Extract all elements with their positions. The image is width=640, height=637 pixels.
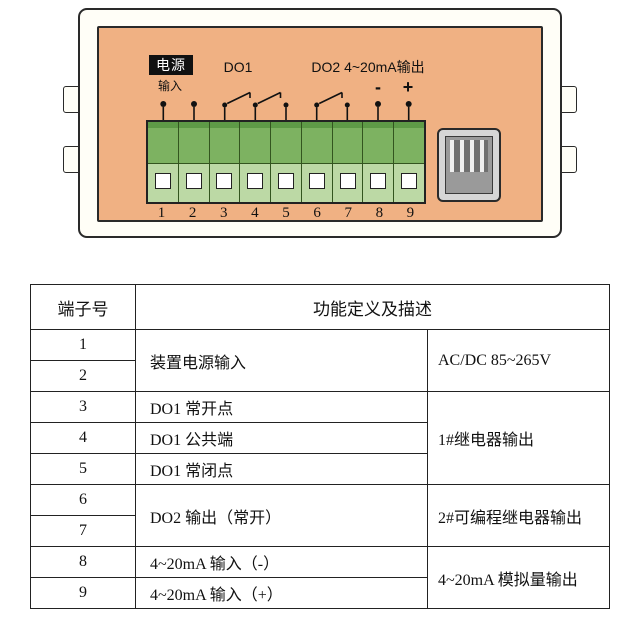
terminal-screw [216, 173, 233, 189]
terminal-cell [394, 122, 425, 202]
terminal-number: 1 [157, 205, 166, 221]
terminal-cell [271, 122, 302, 202]
rj45-contacts [450, 140, 488, 172]
terminal-number: 3 [220, 205, 228, 221]
table-row: 1 装置电源输入 AC/DC 85~265V [30, 329, 610, 392]
table-row: 4 DO1 公共端 [30, 422, 610, 454]
terminal-number: 9 [406, 205, 415, 221]
function-cell: 装置电源输入 [135, 329, 428, 392]
terminal-no-cell: 3 [30, 391, 136, 423]
function-cell: DO2 输出（常开） [135, 484, 428, 547]
function-cell: DO1 常闭点 [135, 453, 428, 485]
terminal-number: 6 [313, 205, 321, 221]
terminal-no-cell: 6 [30, 484, 136, 516]
terminal-no-cell: 5 [30, 453, 136, 485]
terminal-cell [209, 122, 241, 202]
terminal-no-cell: 1 [30, 329, 136, 361]
terminal-screw [370, 173, 387, 189]
terminal-screw [185, 173, 202, 189]
terminal-function-table: 端子号 功能定义及描述 1 装置电源输入 AC/DC 85~265V 2 3 D… [30, 284, 610, 609]
mounting-tab-right-bottom [560, 146, 577, 173]
terminal-no-cell: 8 [30, 546, 136, 578]
mounting-tab-right-top [560, 86, 577, 113]
plus-polarity-label: + [402, 77, 414, 97]
header-terminal-col: 端子号 [30, 284, 136, 330]
minus-polarity-label: - [375, 77, 381, 97]
description-cell: 1#继电器输出 [427, 391, 610, 485]
power-input-label: 输入 [157, 79, 182, 93]
header-function-col: 功能定义及描述 [135, 284, 610, 330]
terminal-cell [148, 122, 179, 202]
description-cell: 2#可编程继电器输出 [427, 484, 610, 547]
table-row: 5 DO1 常闭点 [30, 453, 610, 485]
power-label: 电源 [149, 55, 193, 76]
table-row: 6 DO2 输出（常开） 2#可编程继电器输出 [30, 484, 610, 547]
terminal-screw [339, 173, 356, 189]
terminal-number: 4 [251, 205, 259, 221]
terminal-spec-section: 端子号 功能定义及描述 1 装置电源输入 AC/DC 85~265V 2 3 D… [30, 284, 610, 609]
table-row: 7 [30, 515, 610, 547]
terminal-number: 8 [375, 205, 384, 221]
terminal-no-cell: 9 [30, 577, 136, 609]
terminal-number: 7 [344, 205, 352, 221]
terminal-screw [308, 173, 325, 189]
terminal-cell [301, 122, 333, 202]
table-row: 8 4~20mA 输入（-） 4~20mA 模拟量输出 [30, 546, 610, 609]
do1-label: DO1 [223, 59, 253, 75]
description-cell: AC/DC 85~265V [427, 329, 610, 392]
terminal-number: 2 [188, 205, 197, 221]
device-rear-panel: 电源 输入 DO1 DO2 4~20mA输出 - + [78, 8, 562, 238]
description-cell: 4~20mA 模拟量输出 [427, 546, 610, 609]
function-cell: 4~20mA 输入（-） [135, 546, 428, 578]
rj45-jack [437, 128, 501, 202]
terminal-screw [247, 173, 264, 189]
rj45-jack-opening [445, 136, 493, 194]
function-cell: DO1 常开点 [135, 391, 428, 423]
terminal-cell [332, 122, 364, 202]
terminal-number: 5 [282, 205, 290, 221]
terminal-cell [178, 122, 210, 202]
terminal-cell [240, 122, 272, 202]
terminal-numbers: 1 2 3 4 5 6 7 8 9 [146, 205, 426, 222]
table-row: 9 4~20mA 输入（+） [30, 577, 610, 609]
do2-label: DO2 4~20mA输出 [311, 59, 425, 75]
terminal-screw [278, 173, 295, 189]
terminal-screw [154, 173, 171, 189]
terminal-block [146, 120, 426, 204]
terminal-screw [401, 173, 418, 189]
panel-faceplate: 电源 输入 DO1 DO2 4~20mA输出 - + [97, 26, 543, 222]
function-cell: DO1 公共端 [135, 422, 428, 454]
terminal-cell [363, 122, 395, 202]
function-cell: 4~20mA 输入（+） [135, 577, 428, 609]
terminal-no-cell: 2 [30, 360, 136, 392]
table-row: 2 [30, 360, 610, 392]
terminal-no-cell: 7 [30, 515, 136, 547]
terminal-no-cell: 4 [30, 422, 136, 454]
table-row: 3 DO1 常开点 1#继电器输出 [30, 391, 610, 485]
